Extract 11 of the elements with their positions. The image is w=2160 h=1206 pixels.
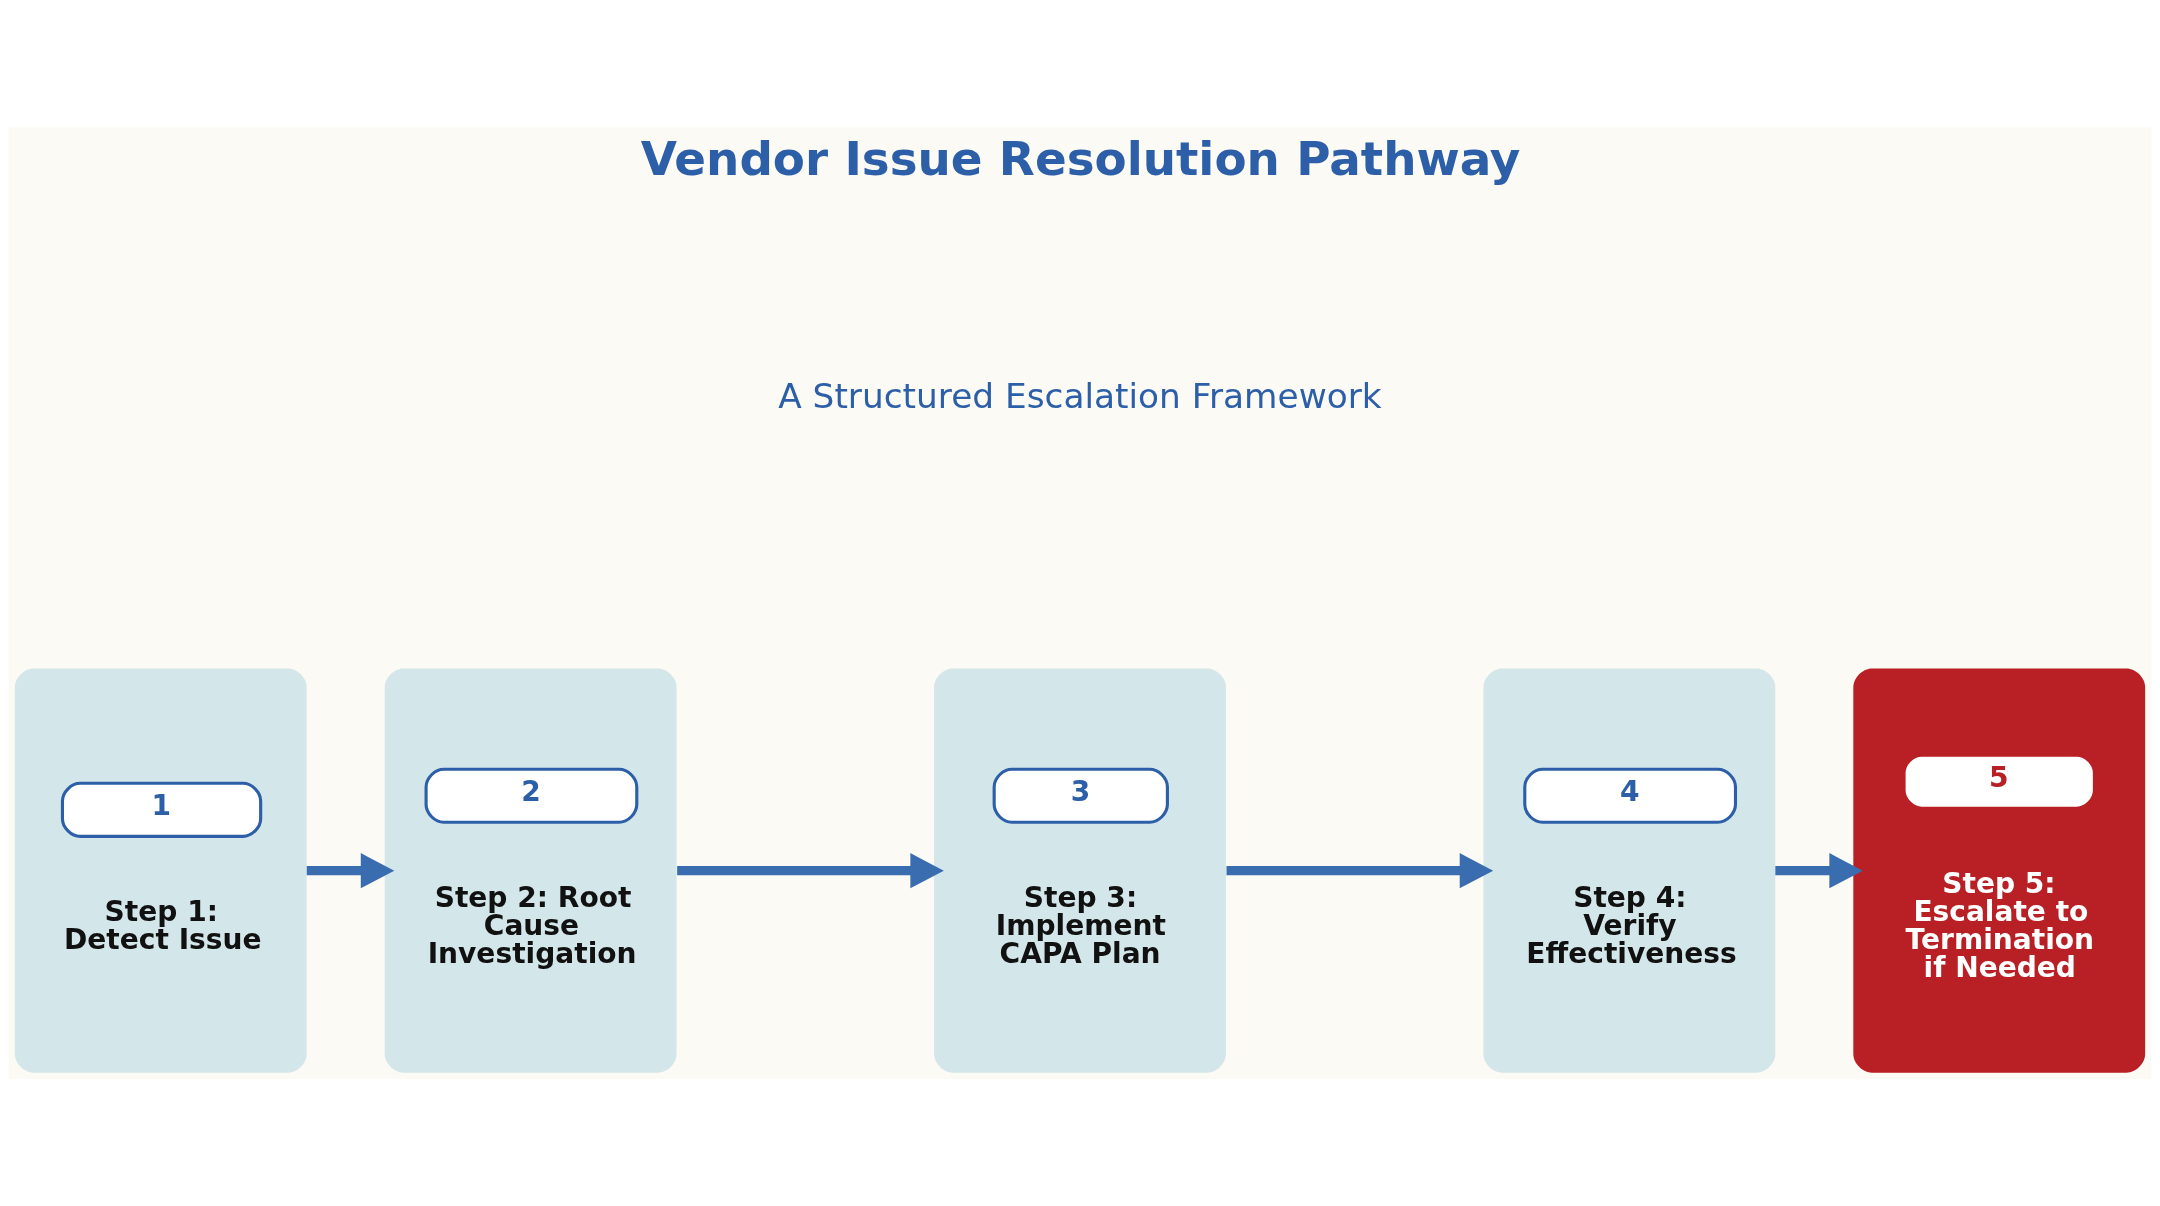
label: A Structured Escalation Framework <box>778 376 1382 417</box>
arrow <box>1226 853 1494 889</box>
node-box: 5 Step 5: Escalate to Termination if Needed <box>1853 668 2146 1073</box>
node-box: 2 Step 2: Root Cause Investigation <box>384 668 677 1073</box>
node-box: 4 Step 4: Verify Effectiveness <box>1483 668 1776 1073</box>
arrow <box>1775 853 1863 889</box>
node-box: 1 Step 1: Detect Issue <box>14 668 307 1073</box>
arrow <box>306 853 395 889</box>
node-box: 3 Step 3: Implement CAPA Plan <box>934 668 1226 1073</box>
diagram-title: Vendor Issue Resolution Pathway <box>640 132 1521 187</box>
arrow <box>677 853 944 889</box>
